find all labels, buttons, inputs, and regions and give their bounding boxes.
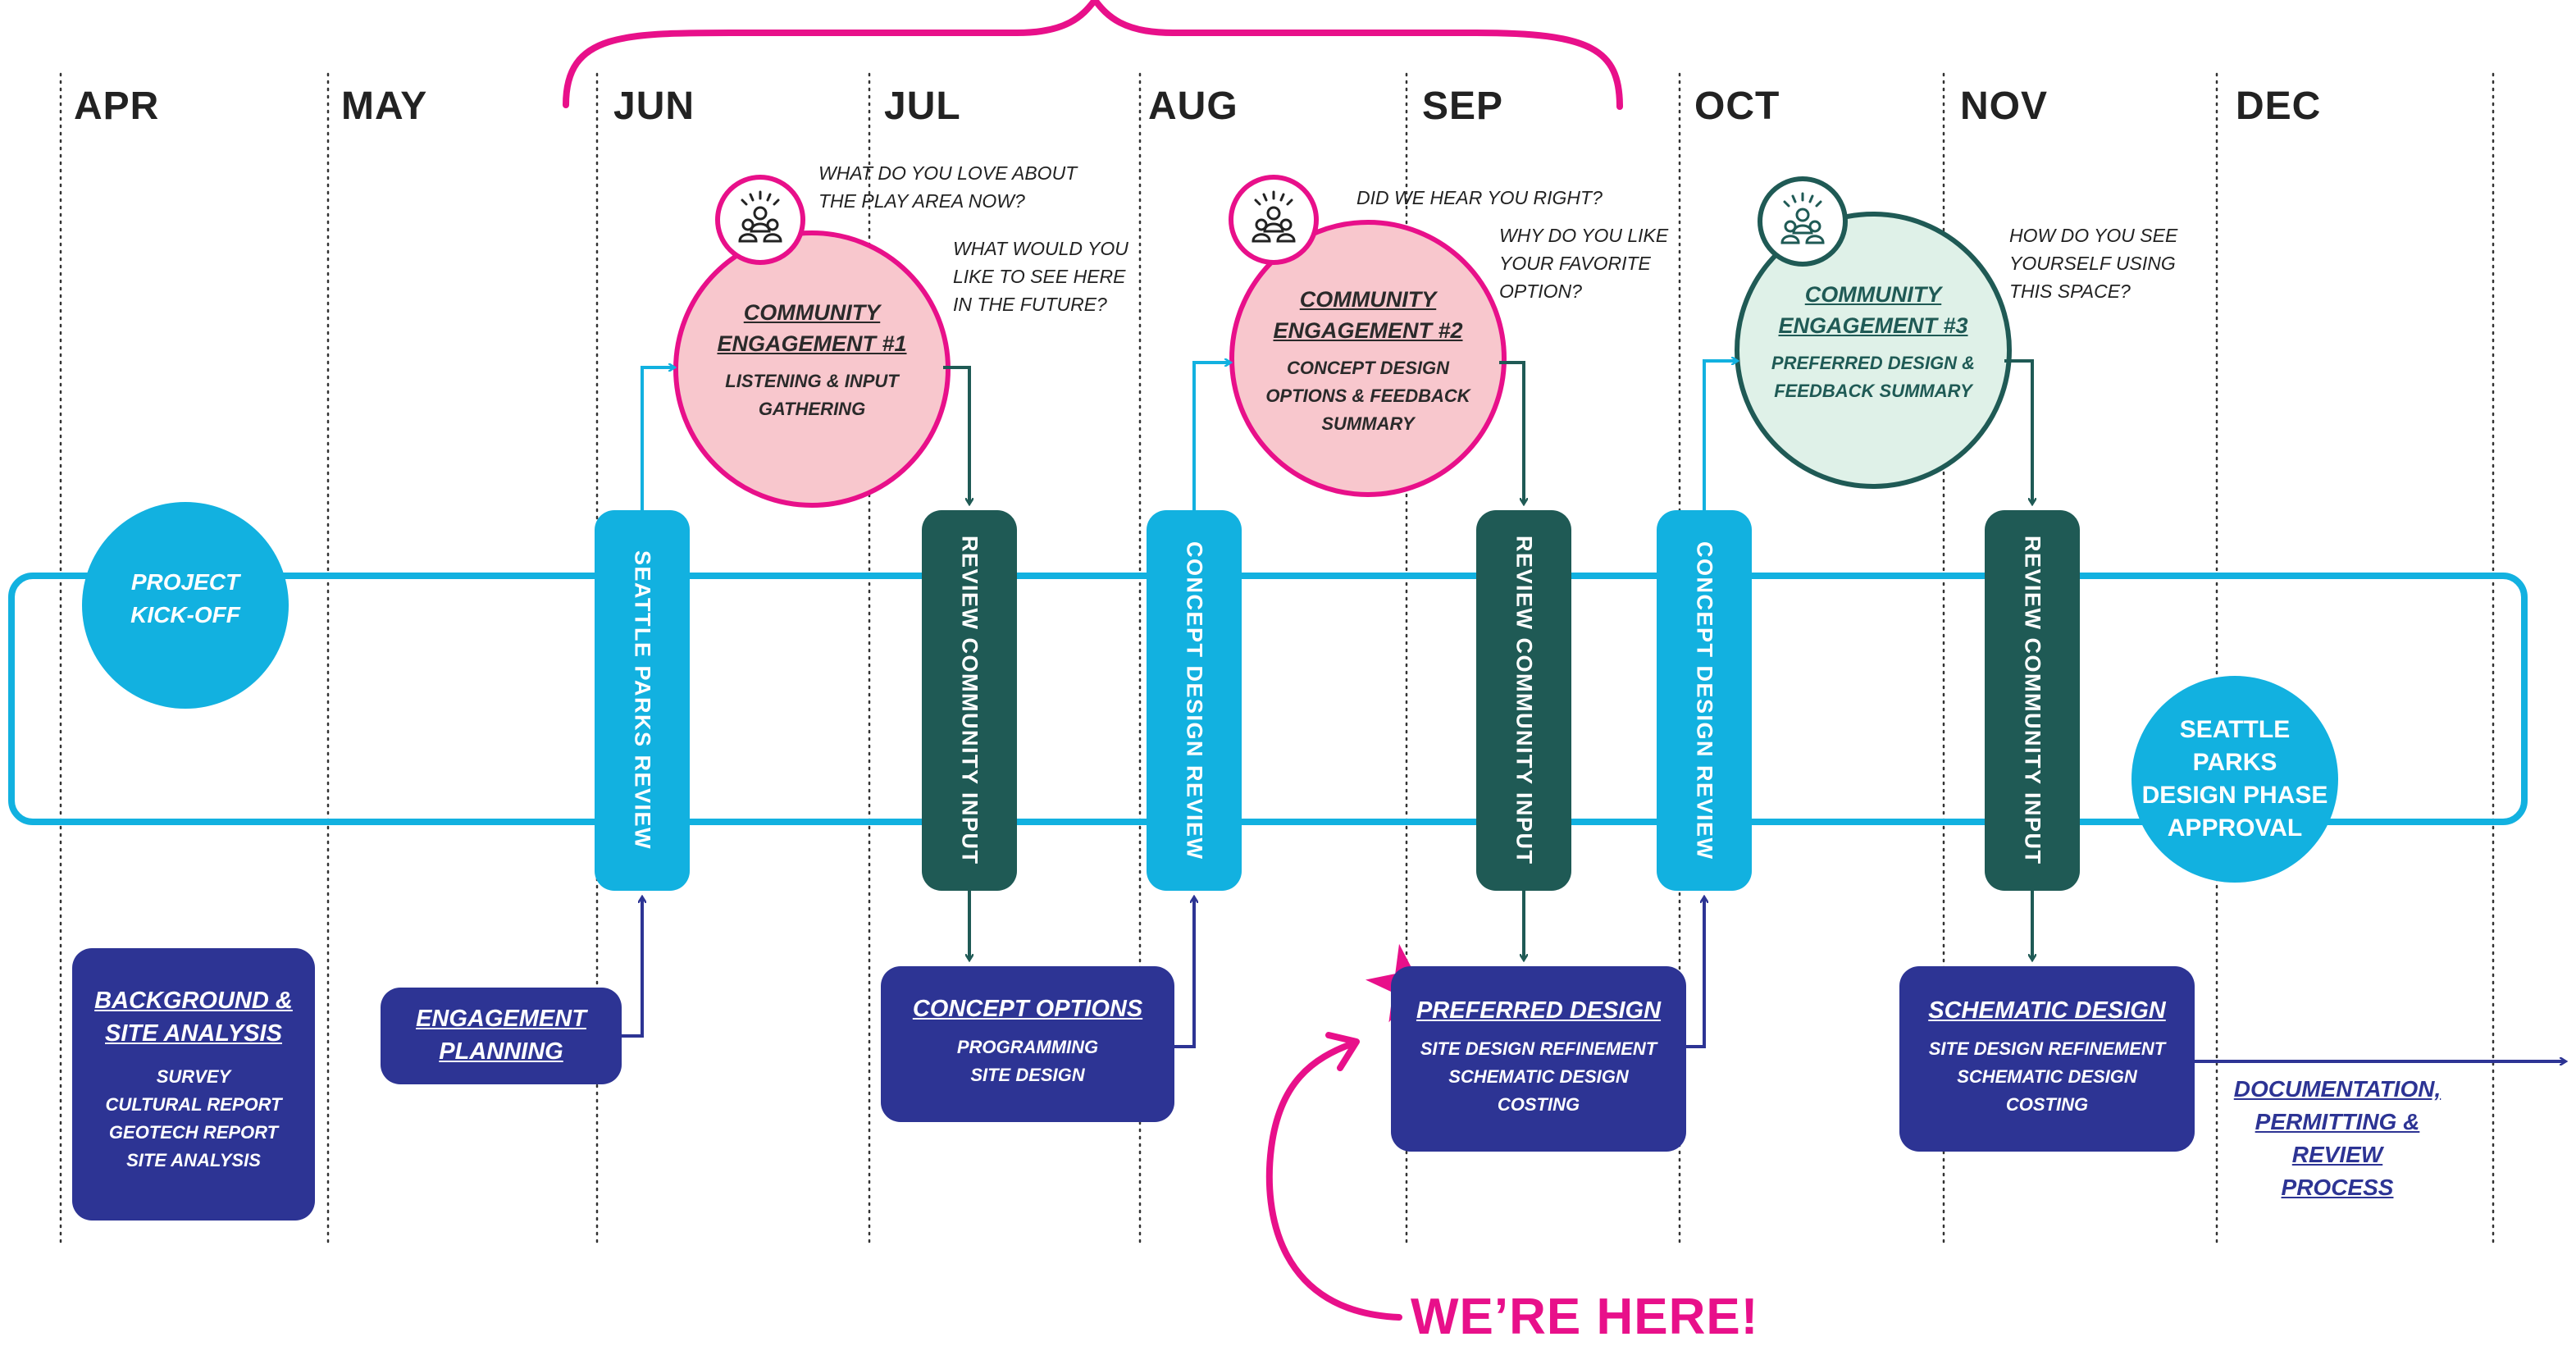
were-here-arrow (1265, 1040, 1402, 1321)
concept-design-review-bar-1: CONCEPT DESIGN REVIEW (1147, 510, 1242, 891)
month-may: MAY (341, 84, 428, 128)
project-kickoff-circle (82, 502, 289, 709)
month-aug: AUG (1148, 84, 1238, 128)
engagement-period-brace (563, 0, 1623, 110)
month-apr: APR (74, 84, 160, 128)
month-sep: SEP (1422, 84, 1504, 128)
seattle-parks-review-bar: SEATTLE PARKS REVIEW (595, 510, 690, 891)
engagement-3-circle (1735, 212, 2012, 489)
schematic-design-title[interactable]: SCHEMATIC DESIGN (1928, 997, 2166, 1024)
month-jun: JUN (613, 84, 695, 128)
were-here-label: WE’RE HERE! (1411, 1289, 1759, 1345)
timeline-track (8, 573, 2528, 825)
connectors (622, 361, 2565, 1061)
month-nov: NOV (1960, 84, 2049, 128)
month-oct: OCT (1694, 84, 1780, 128)
preferred-design-title[interactable]: PREFERRED DESIGN (1416, 997, 1662, 1024)
approval-circle (2131, 676, 2338, 883)
concept-options-title[interactable]: CONCEPT OPTIONS (912, 996, 1143, 1022)
question-2a: DID WE HEAR YOU RIGHT? (1356, 187, 1603, 208)
review-community-input-bar-3: REVIEW COMMUNITY INPUT (1985, 510, 2080, 891)
people-group-icon (738, 190, 782, 243)
people-group-icon (1780, 192, 1825, 244)
month-dec: DEC (2236, 84, 2322, 128)
background-title[interactable]: BACKGROUND &SITE ANALYSIS (94, 988, 293, 1047)
review-community-input-bar-2: REVIEW COMMUNITY INPUT (1476, 510, 1571, 891)
people-group-icon (1252, 190, 1296, 243)
month-jul: JUL (884, 84, 961, 128)
review-community-input-bar-1: REVIEW COMMUNITY INPUT (922, 510, 1017, 891)
concept-design-review-bar-2: CONCEPT DESIGN REVIEW (1657, 510, 1752, 891)
